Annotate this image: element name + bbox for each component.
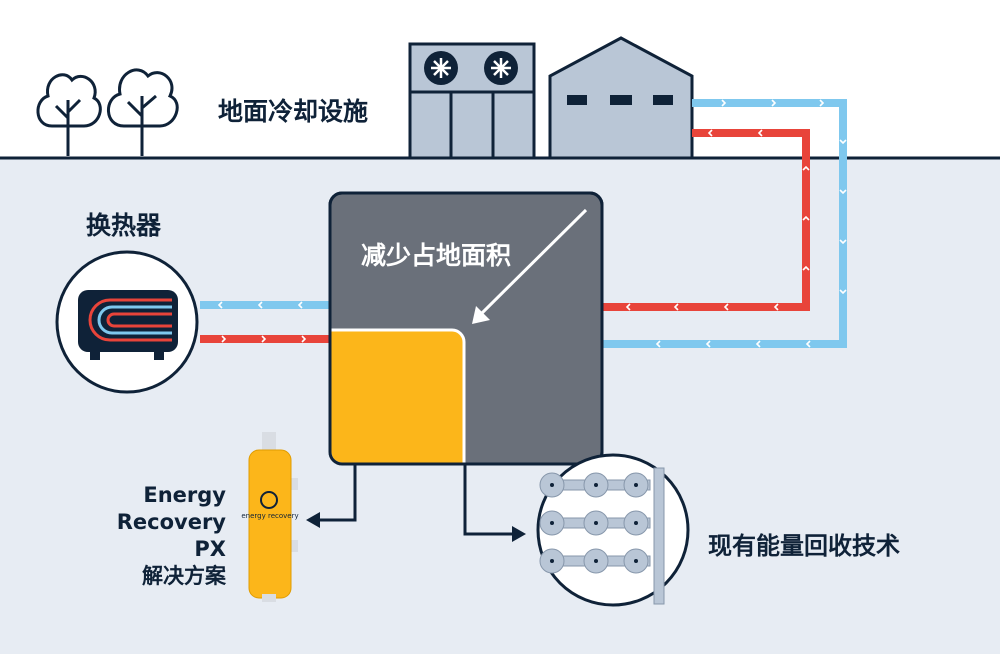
cold-pipe-return: [603, 99, 847, 348]
px-label-line1: Energy: [143, 483, 226, 507]
hot-pipe-supply: [603, 129, 810, 311]
heat-exchanger-label: 换热器: [86, 211, 162, 240]
flow-arrows-left: [217, 301, 307, 343]
px-device-icon: energy recovery: [241, 432, 299, 602]
tree-icon: [107, 68, 179, 156]
existing-tech-icon: [536, 453, 690, 607]
px-solution-label: Energy Recovery PX 解决方案: [80, 482, 226, 590]
tree-icon: [36, 73, 102, 156]
px-label-line2: Recovery PX: [116, 510, 226, 561]
surface-facility-label: 地面冷却设施: [218, 97, 369, 126]
px-logo: energy recovery: [241, 512, 298, 520]
reduce-footprint-label: 减少占地面积: [361, 241, 512, 270]
heat-exchanger-icon: [55, 250, 199, 394]
cooling-tower-icon: [408, 42, 536, 160]
px-label-line3: 解决方案: [142, 564, 226, 588]
connector-arrow-px: [306, 464, 357, 528]
flow-arrows: [625, 99, 847, 348]
building-icon: [548, 36, 694, 160]
reduce-arrow-icon: [472, 208, 588, 324]
connector-arrow-existing: [463, 464, 526, 542]
existing-tech-label: 现有能量回收技术: [708, 532, 900, 560]
